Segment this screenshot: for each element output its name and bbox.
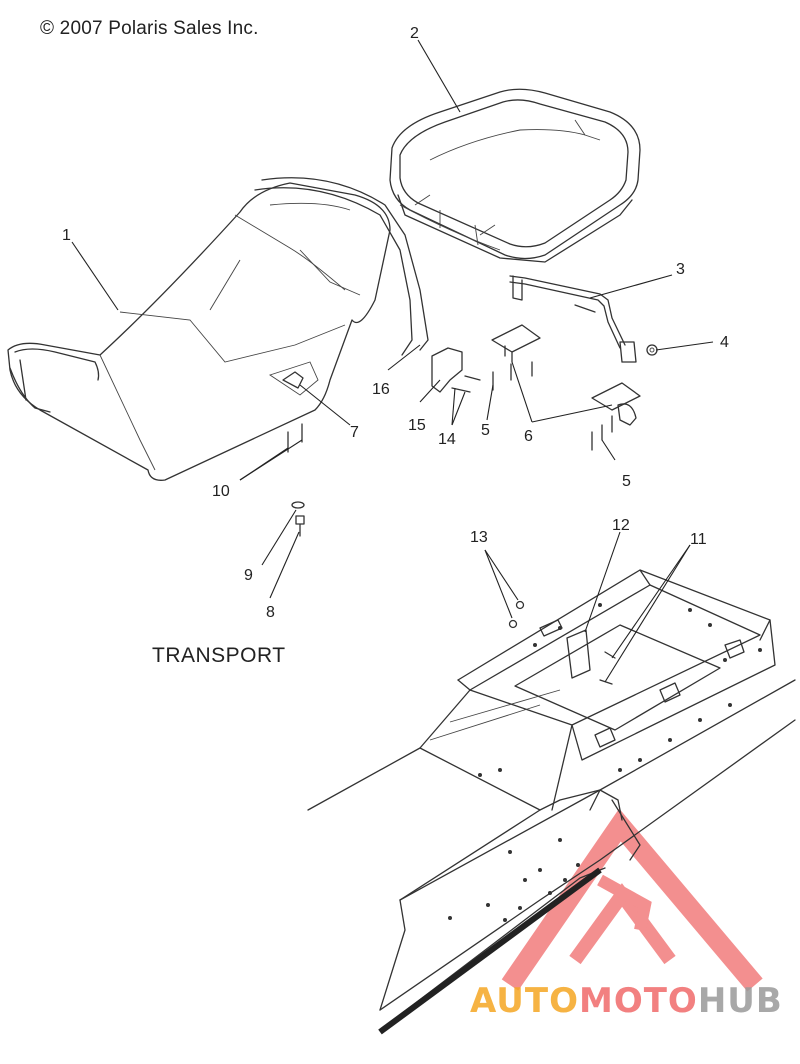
copyright-notice: © 2007 Polaris Sales Inc. bbox=[40, 18, 259, 39]
part-3-latch-rod bbox=[509, 275, 637, 363]
svg-text:AUTOMOTOHUB: AUTOMOTOHUB bbox=[470, 981, 783, 1021]
watermark-moto: MOTO bbox=[579, 981, 698, 1021]
section-label-transport: TRANSPORT bbox=[152, 644, 286, 667]
callout-2: 2 bbox=[410, 25, 419, 42]
watermark-logo-triangle bbox=[501, 808, 763, 992]
callout-5-lower: 5 bbox=[622, 473, 631, 490]
callout-3: 3 bbox=[676, 261, 685, 278]
callout-4: 4 bbox=[720, 334, 729, 351]
callout-16: 16 bbox=[372, 381, 390, 398]
part-1-main-seat bbox=[7, 177, 429, 481]
part-5-screws-lower bbox=[591, 415, 613, 451]
part-2-backrest-cushion bbox=[389, 88, 641, 263]
callout-leader-lines bbox=[71, 39, 714, 683]
part-8-bolt bbox=[295, 515, 305, 537]
callout-11: 11 bbox=[690, 531, 707, 548]
callout-13: 13 bbox=[470, 529, 488, 546]
callout-numbers: 1 2 3 4 5 5 6 7 8 9 10 11 12 13 14 15 16 bbox=[62, 25, 729, 621]
part-5-screws-upper bbox=[492, 361, 533, 391]
part-6-bracket-upper bbox=[491, 324, 541, 363]
part-14-pins bbox=[451, 375, 481, 393]
callout-1: 1 bbox=[62, 227, 71, 244]
watermark-wordmark: AUTOMOTOHUB bbox=[470, 981, 783, 1021]
callout-6: 6 bbox=[524, 428, 533, 445]
watermark-hub: HUB bbox=[698, 981, 783, 1021]
part-15-plate bbox=[431, 347, 463, 393]
callout-5-upper: 5 bbox=[481, 422, 490, 439]
callout-14: 14 bbox=[438, 431, 456, 448]
part-4-nut bbox=[646, 344, 658, 356]
chassis-rivet-holes bbox=[448, 603, 762, 922]
callout-15: 15 bbox=[408, 417, 426, 434]
callout-12: 12 bbox=[612, 517, 630, 534]
callout-10: 10 bbox=[212, 483, 230, 500]
part-6-bracket-lower bbox=[591, 382, 641, 426]
chassis-tunnel-frame bbox=[307, 569, 796, 1035]
part-9-washer bbox=[291, 501, 305, 509]
callout-8: 8 bbox=[266, 604, 275, 621]
callout-7: 7 bbox=[350, 424, 359, 441]
callout-9: 9 bbox=[244, 567, 253, 584]
watermark-auto: AUTO bbox=[470, 981, 579, 1021]
